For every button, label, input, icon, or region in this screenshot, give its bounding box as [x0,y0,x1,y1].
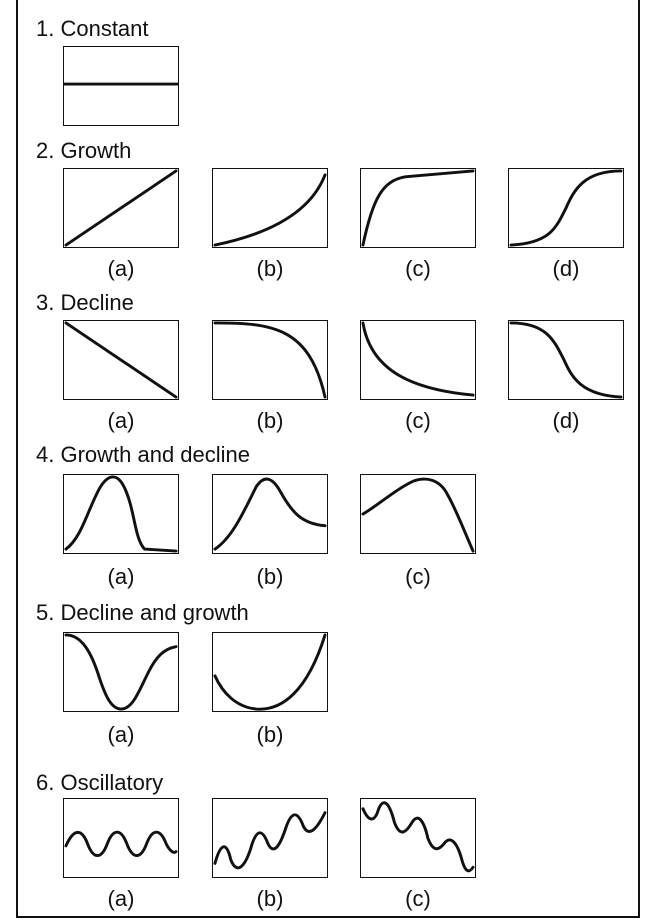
panel-label: (b) [256,564,284,589]
curve-plot [64,82,178,86]
curve-line [509,169,623,247]
section-heading: 5. Decline and growth [36,600,249,625]
curve-panel-decline-accelerating [212,320,328,400]
curve-line [361,169,475,247]
curve-line [361,477,475,553]
curve-plot [213,173,327,247]
curve-plot [64,633,178,711]
panel-label: (b) [256,256,284,281]
section-heading: 1. Constant [36,16,149,41]
panel-label: (d) [552,408,580,433]
curve-line [213,173,327,247]
curve-panel-peak-symmetric [63,474,179,554]
panel-label: (c) [405,886,431,911]
curve-plot [509,169,623,247]
panel-label: (a) [107,722,135,747]
panel-label: (b) [256,722,284,747]
curve-line [509,321,623,399]
curve-panel-growth-sigmoid [508,168,624,248]
curve-panel-peak-broad [360,474,476,554]
curve-panel-oscillate-rising [212,798,328,878]
panel-label: (a) [107,886,135,911]
panel-label: (d) [552,256,580,281]
curve-plot [361,477,475,553]
curve-plot [213,477,327,551]
section-heading: 6. Oscillatory [36,770,164,795]
panel-label: (a) [107,256,135,281]
curve-line [361,801,475,873]
curve-line [64,633,178,711]
section-heading: 3. Decline [36,290,134,315]
curve-plot [64,321,178,399]
curve-plot [361,321,475,397]
curve-plot [213,321,327,399]
panel-label: (c) [405,256,431,281]
curve-plot [213,811,327,870]
curve-panel-peak-skewed [212,474,328,554]
curve-line [64,321,178,399]
curve-plot [509,321,623,399]
curve-line [64,169,178,247]
curve-line [213,321,327,399]
panel-label: (c) [405,408,431,433]
curve-plot [64,830,178,857]
panel-label: (a) [107,564,135,589]
curve-panel-decline-linear [63,320,179,400]
curve-panel-growth-exponential [212,168,328,248]
curve-panel-oscillate-steady [63,798,179,878]
curve-panel-growth-saturating [360,168,476,248]
curve-line [64,830,178,857]
curve-line [213,811,327,870]
section-heading: 4. Growth and decline [36,442,251,467]
curve-plot [361,801,475,873]
curve-plot [361,169,475,247]
curve-panel-decline-decaying [360,320,476,400]
section-heading: 2. Growth [36,138,132,163]
curve-plot [64,169,178,247]
curve-panel-constant [63,46,179,126]
panel-label: (b) [256,886,284,911]
curve-panel-oscillate-falling [360,798,476,878]
curve-panel-growth-linear [63,168,179,248]
panel-label: (a) [107,408,135,433]
curve-line [213,477,327,551]
curve-line [213,633,327,711]
panel-label: (b) [256,408,284,433]
curve-line [64,475,178,553]
curve-panel-decline-sigmoid [508,320,624,400]
curve-panel-trough-skewed [212,632,328,712]
figure-frame [16,0,640,918]
curve-line [361,321,475,397]
curve-panel-trough-symmetric [63,632,179,712]
panel-label: (c) [405,564,431,589]
curve-plot [213,633,327,711]
curve-plot [64,475,178,553]
